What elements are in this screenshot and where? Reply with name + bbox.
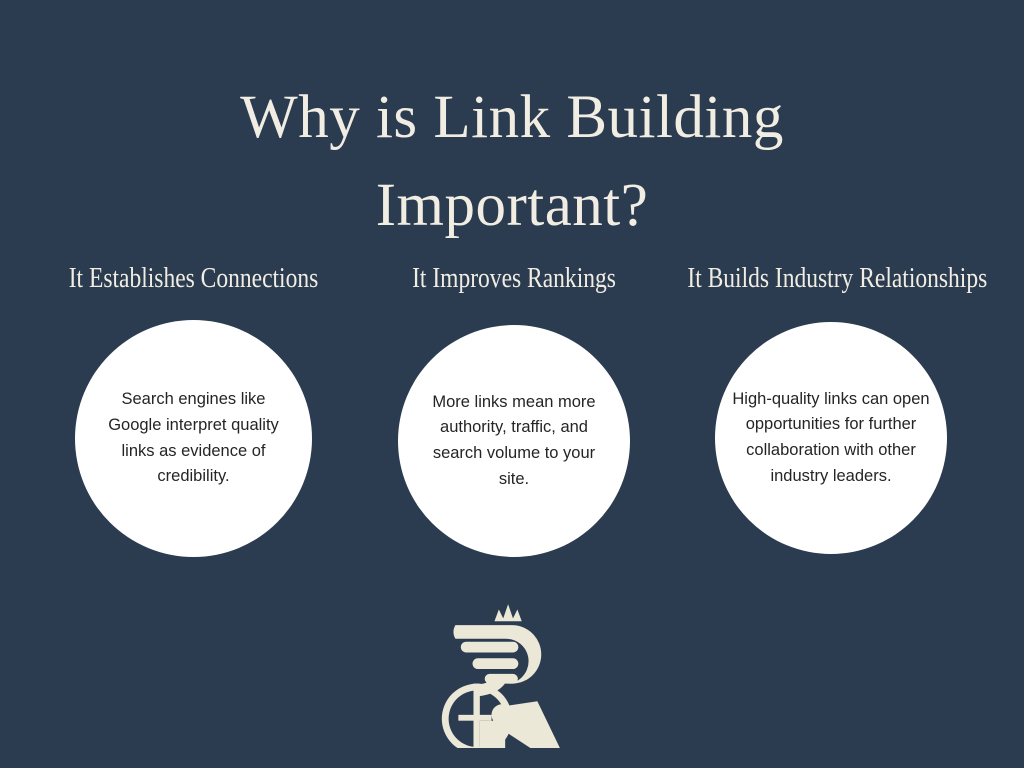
benefit-body-rankings: More links mean more authority, traffic,… bbox=[432, 392, 596, 488]
brand-logo bbox=[434, 592, 590, 748]
winged-r-crown-icon bbox=[441, 604, 560, 748]
benefit-circle-rankings: More links mean more authority, traffic,… bbox=[398, 325, 630, 557]
benefit-heading-connections: It Establishes Connections bbox=[68, 263, 319, 294]
benefit-column-connections: It Establishes Connections Search engine… bbox=[21, 262, 366, 557]
page-title: Why is Link Building Important? bbox=[0, 74, 1024, 250]
benefit-body-relationships: High-quality links can open opportunitie… bbox=[732, 389, 930, 485]
benefit-column-relationships: It Builds Industry Relationships High-qu… bbox=[660, 262, 1002, 554]
benefit-body-connections: Search engines like Google interpret qua… bbox=[108, 390, 279, 486]
benefit-heading-relationships: It Builds Industry Relationships bbox=[687, 263, 988, 294]
benefit-heading-rankings: It Improves Rankings bbox=[412, 263, 616, 294]
page-title-line-2: Important? bbox=[375, 172, 649, 239]
benefit-column-rankings: It Improves Rankings More links mean mor… bbox=[355, 262, 673, 557]
benefit-columns: It Establishes Connections Search engine… bbox=[0, 262, 1024, 562]
benefit-circle-connections: Search engines like Google interpret qua… bbox=[75, 320, 312, 557]
page-title-line-1: Why is Link Building bbox=[240, 84, 784, 151]
benefit-circle-relationships: High-quality links can open opportunitie… bbox=[715, 322, 947, 554]
